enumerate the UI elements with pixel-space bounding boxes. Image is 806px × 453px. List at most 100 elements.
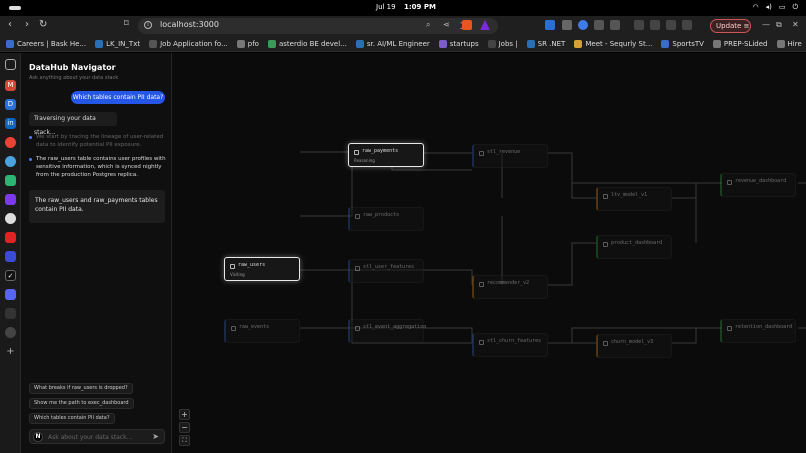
system-tray[interactable]: ◠ ◂) ▭ ⏻ — [752, 3, 798, 12]
lineage-node-revenue-dashboard[interactable]: revenue_dashboard — [720, 173, 796, 197]
bookmark-favicon-icon — [267, 39, 276, 48]
app-icon[interactable] — [5, 232, 16, 243]
power-icon[interactable]: ⏻ — [792, 3, 798, 11]
suggestion-chip[interactable]: Show me the path to exec_dashboard — [29, 398, 134, 409]
zoom-in-button[interactable]: + — [179, 409, 190, 420]
lineage-node-raw-products[interactable]: raw_products — [348, 207, 424, 231]
lineage-node-stl-event-aggregation[interactable]: stl_event_aggregation — [348, 319, 426, 343]
chat-input[interactable] — [48, 432, 148, 442]
bookmark-favicon-icon — [438, 39, 447, 48]
volume-icon[interactable]: ◂) — [765, 3, 772, 11]
app-icon[interactable] — [5, 327, 16, 338]
site-info-icon[interactable]: i — [144, 21, 152, 29]
suggestion-chip[interactable]: Which tables contain PII data? — [29, 413, 115, 424]
node-name: product_dashboard — [611, 240, 663, 246]
lineage-node-stl-revenue[interactable]: stl_revenue — [472, 144, 548, 168]
table-icon — [727, 326, 732, 331]
lineage-node-stl-user-features[interactable]: stl_user_features — [348, 259, 424, 283]
app-icon[interactable] — [5, 156, 16, 167]
bookmark-icon[interactable]: ⌑ — [124, 19, 129, 29]
add-icon[interactable]: + — [6, 346, 15, 357]
node-name: raw_users — [238, 262, 266, 268]
lineage-node-product-dashboard[interactable]: product_dashboard — [596, 235, 672, 259]
node-name: retention_dashboard — [735, 324, 793, 330]
table-icon — [355, 266, 360, 271]
lineage-node-ltv-model-v1[interactable]: ltv_model_v1 — [596, 187, 672, 211]
restore-icon[interactable]: ⧉ — [776, 20, 782, 29]
table-icon — [727, 180, 732, 185]
update-button[interactable]: Update ≡ — [710, 19, 751, 33]
lineage-node-churn-model-v3[interactable]: churn_model_v3 — [596, 334, 672, 358]
leo-icon[interactable] — [682, 20, 692, 30]
lineage-node-raw-events[interactable]: raw_events — [224, 319, 300, 343]
music-icon[interactable] — [634, 20, 644, 30]
bookmark-item[interactable]: PREP-SLided — [712, 39, 768, 48]
reload-icon[interactable]: ↻ — [39, 19, 48, 30]
share-icon[interactable]: ⋖ — [443, 20, 450, 29]
linkedin-icon[interactable]: in — [5, 118, 16, 129]
browser-toolbar: ‹ › ↻ ⌑ i localhost:3000 ⌕ ⋖ 文 Update ≡ … — [0, 16, 806, 36]
search-icon[interactable]: ⌕ — [426, 20, 431, 29]
url-text[interactable]: localhost:3000 — [160, 20, 219, 29]
docs-icon[interactable]: D — [5, 99, 16, 110]
bookmark-item[interactable]: Job Application fo... — [149, 39, 228, 48]
bookmark-item[interactable]: sr. AI/ML Engineer — [355, 39, 430, 48]
bookmark-item[interactable]: Jobs | — [487, 39, 518, 48]
address-bar[interactable]: i localhost:3000 ⌕ ⋖ 文 — [138, 18, 498, 34]
forward-icon[interactable]: › — [25, 19, 29, 30]
bookmark-item[interactable]: SR .NET — [526, 39, 565, 48]
close-icon[interactable]: ✕ — [792, 20, 799, 29]
app-icon[interactable] — [5, 213, 16, 224]
extension-icon[interactable] — [610, 20, 620, 30]
app-icon[interactable] — [5, 175, 16, 186]
extension-icon[interactable] — [545, 20, 555, 30]
lineage-node-retention-dashboard[interactable]: retention_dashboard — [720, 319, 796, 343]
fit-view-button[interactable]: ⛶ — [179, 435, 190, 446]
app-icon[interactable] — [5, 308, 16, 319]
step-text: The raw_users table contains user profil… — [36, 156, 166, 178]
table-icon — [603, 194, 608, 199]
bookmark-item[interactable]: Meet - Sequrly St... — [574, 39, 652, 48]
gmail-icon[interactable]: M — [5, 80, 16, 91]
chat-input-box[interactable]: N ➤ — [29, 429, 165, 444]
wallet-icon[interactable] — [666, 20, 676, 30]
app-icon[interactable] — [5, 194, 16, 205]
discord-icon[interactable] — [5, 289, 16, 300]
sidebar-icon[interactable] — [650, 20, 660, 30]
minimize-icon[interactable]: — — [762, 20, 770, 29]
chrome-icon[interactable] — [5, 137, 16, 148]
back-icon[interactable]: ‹ — [8, 19, 12, 30]
lineage-node-stl-churn-features[interactable]: stl_churn_features — [472, 333, 548, 357]
extension-icon[interactable] — [578, 20, 588, 30]
bookmark-favicon-icon — [574, 39, 583, 48]
zoom-out-button[interactable]: − — [179, 422, 190, 433]
bookmark-item[interactable]: pfo — [236, 39, 259, 48]
sidebar-toggle-icon[interactable] — [5, 59, 16, 70]
rewards-icon[interactable] — [480, 20, 490, 30]
chat-title: DataHub Navigator — [29, 63, 116, 72]
lineage-node-recommender-v2[interactable]: recommender_v2 — [472, 275, 548, 299]
wifi-icon[interactable]: ◠ — [752, 3, 759, 11]
app-icon[interactable] — [5, 251, 16, 262]
bookmark-item[interactable]: Hire — [776, 39, 802, 48]
puzzle-icon[interactable] — [594, 20, 604, 30]
brave-shield-icon[interactable] — [462, 20, 472, 30]
bookmark-item[interactable]: SportsTV — [661, 39, 704, 48]
bookmark-item[interactable]: LK_IN_Txt — [95, 39, 140, 48]
os-top-bar: Jul 19 1:09 PM ◠ ◂) ▭ ⏻ — [0, 0, 806, 16]
workspace-indicator[interactable] — [9, 6, 21, 10]
bookmark-item[interactable]: Careers | Bask He... — [6, 39, 86, 48]
send-icon[interactable]: ➤ — [152, 432, 159, 441]
suggestion-chip[interactable]: What breaks if raw_users is dropped? — [29, 383, 133, 394]
bookmark-item[interactable]: asterdio BE devel... — [267, 39, 347, 48]
bookmark-item[interactable]: startups — [438, 39, 479, 48]
bookmark-favicon-icon — [712, 39, 721, 48]
battery-icon[interactable]: ▭ — [778, 3, 786, 11]
checkbox-app-icon[interactable]: ✓ — [5, 270, 16, 281]
extension-icon[interactable] — [562, 20, 572, 30]
step-text: We start by tracing the lineage of user-… — [36, 134, 164, 148]
bookmark-label: startups — [449, 39, 479, 48]
